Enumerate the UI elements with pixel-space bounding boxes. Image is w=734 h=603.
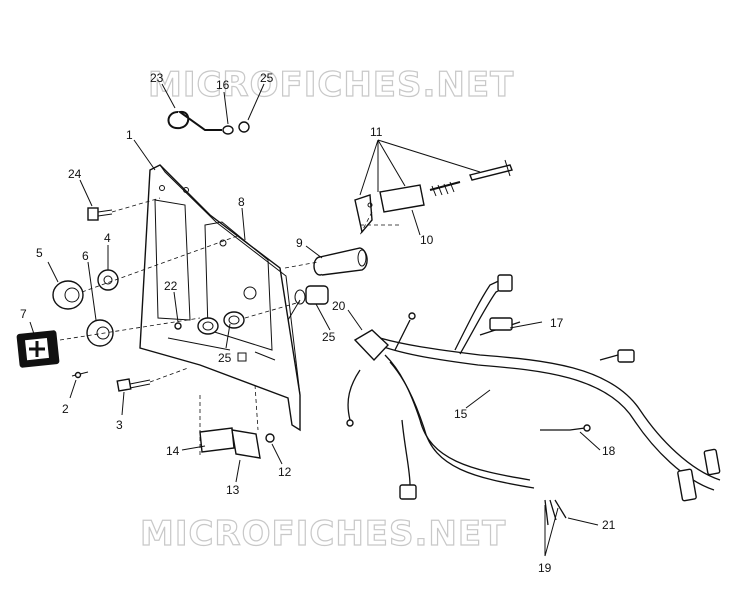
callout-labels: 1 2 3 4 5 6 7 8 9 10 11 12 13 14 15 16 1… — [20, 71, 616, 575]
callout-1: 1 — [126, 128, 133, 142]
watermark-top: MICROFICHES.NET — [148, 65, 514, 105]
callout-20: 20 — [332, 299, 346, 313]
callout-17: 17 — [550, 316, 564, 330]
knob-assembly — [16, 234, 241, 368]
wiring-harness — [346, 274, 721, 526]
callout-11: 11 — [370, 125, 383, 139]
callout-14: 14 — [166, 444, 180, 458]
callout-7: 7 — [20, 307, 27, 321]
callout-15: 15 — [454, 407, 468, 421]
callout-25c: 25 — [322, 330, 336, 344]
callout-25a: 25 — [260, 71, 274, 85]
callout-3: 3 — [116, 418, 123, 432]
callout-19: 19 — [538, 561, 552, 575]
wire-clip — [167, 110, 250, 135]
callout-13: 13 — [226, 483, 240, 497]
callout-10: 10 — [420, 233, 434, 247]
callout-8: 8 — [238, 195, 245, 209]
toggle-switch — [244, 285, 329, 321]
callout-25b: 25 — [218, 351, 232, 365]
callout-5: 5 — [36, 246, 43, 260]
leader-lines — [29, 83, 601, 557]
screw-24 — [87, 197, 161, 221]
callout-9: 9 — [296, 236, 303, 250]
callout-23: 23 — [150, 71, 164, 85]
mounting-plate — [139, 164, 301, 432]
callout-21: 21 — [602, 518, 616, 532]
callout-6: 6 — [82, 249, 89, 263]
callout-12: 12 — [278, 465, 292, 479]
plunger-assembly — [354, 159, 513, 236]
callout-16: 16 — [216, 78, 230, 92]
switch-grommet — [197, 311, 245, 335]
relay-9 — [284, 247, 368, 276]
callout-22: 22 — [164, 279, 178, 293]
clamp-bracket — [199, 384, 275, 459]
callout-2: 2 — [62, 402, 69, 416]
callout-24: 24 — [68, 167, 82, 181]
callout-4: 4 — [104, 231, 111, 245]
fasteners — [71, 367, 189, 392]
watermark-bottom: MICROFICHES.NET — [140, 514, 506, 554]
callout-18: 18 — [602, 444, 616, 458]
